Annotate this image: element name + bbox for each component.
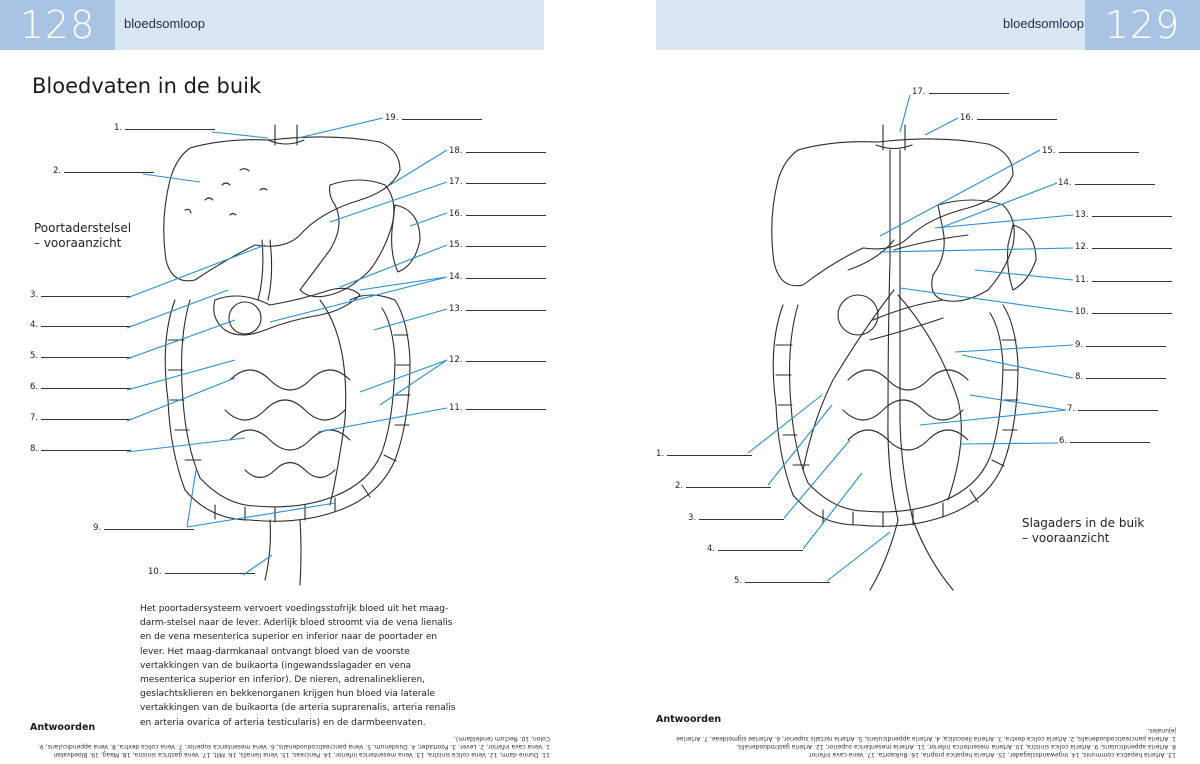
section-title: bloedsomloop bbox=[1003, 16, 1084, 31]
label-5: 5. bbox=[30, 351, 132, 361]
label-6: 6. bbox=[30, 382, 132, 392]
label-8: 8. bbox=[30, 444, 132, 454]
label-6: 6. bbox=[1059, 436, 1151, 446]
label-5: 5. bbox=[734, 576, 831, 586]
label-11: 11. bbox=[449, 403, 546, 413]
label-17: 17. bbox=[449, 177, 546, 187]
label-9: 9. bbox=[93, 523, 195, 533]
diagram-caption: Poortaderstelsel – vooraanzicht bbox=[34, 221, 132, 250]
label-12: 12. bbox=[449, 355, 546, 365]
label-7: 7. bbox=[30, 413, 132, 423]
page-number: 129 bbox=[1085, 0, 1200, 50]
label-3: 3. bbox=[30, 290, 132, 300]
answers-title: Antwoorden bbox=[30, 722, 96, 733]
label-15: 15. bbox=[449, 240, 546, 250]
label-13: 13. bbox=[1075, 210, 1172, 220]
label-4: 4. bbox=[707, 544, 804, 554]
label-17: 17. bbox=[912, 87, 1009, 97]
label-11: 11. bbox=[1075, 275, 1172, 285]
label-15: 15. bbox=[1042, 146, 1139, 156]
label-9: 9. bbox=[1075, 340, 1167, 350]
label-2: 2. bbox=[53, 166, 155, 176]
answers-text: 13. Arteria hepatica communis, 14. Ingew… bbox=[676, 727, 1176, 758]
label-10: 10. bbox=[148, 567, 255, 577]
label-16: 16. bbox=[960, 113, 1057, 123]
label-13: 13. bbox=[449, 304, 546, 314]
answers-text: 11. Dunne darm, 12. Vena colica sinistra… bbox=[38, 735, 550, 758]
label-18: 18. bbox=[449, 146, 546, 156]
label-3: 3. bbox=[688, 513, 785, 523]
right-page: 129 bloedsomloop Slagaders in de buik – … bbox=[628, 0, 1200, 764]
body-text: Het poortadersysteem vervoert voedingsst… bbox=[140, 604, 456, 728]
diagram-caption: Slagaders in de buik – vooraanzicht bbox=[1022, 516, 1145, 545]
label-10: 10. bbox=[1075, 307, 1172, 317]
page-number: 128 bbox=[0, 0, 115, 50]
label-14: 14. bbox=[449, 272, 546, 282]
page-title: Bloedvaten in de buik bbox=[32, 74, 262, 98]
section-title: bloedsomloop bbox=[124, 16, 205, 31]
label-4: 4. bbox=[30, 320, 132, 330]
answers-title: Antwoorden bbox=[656, 714, 722, 725]
label-16: 16. bbox=[449, 209, 546, 219]
label-8: 8. bbox=[1075, 372, 1167, 382]
label-7: 7. bbox=[1067, 404, 1159, 414]
label-14: 14. bbox=[1058, 178, 1155, 188]
label-1: 1. bbox=[656, 449, 753, 459]
label-2: 2. bbox=[675, 481, 772, 491]
label-19: 19. bbox=[385, 113, 482, 123]
left-page: 128 bloedsomloop Bloedvaten in de buik P… bbox=[0, 0, 572, 764]
label-1: 1. bbox=[114, 123, 216, 133]
page-gutter bbox=[572, 0, 628, 764]
label-12: 12. bbox=[1075, 242, 1172, 252]
